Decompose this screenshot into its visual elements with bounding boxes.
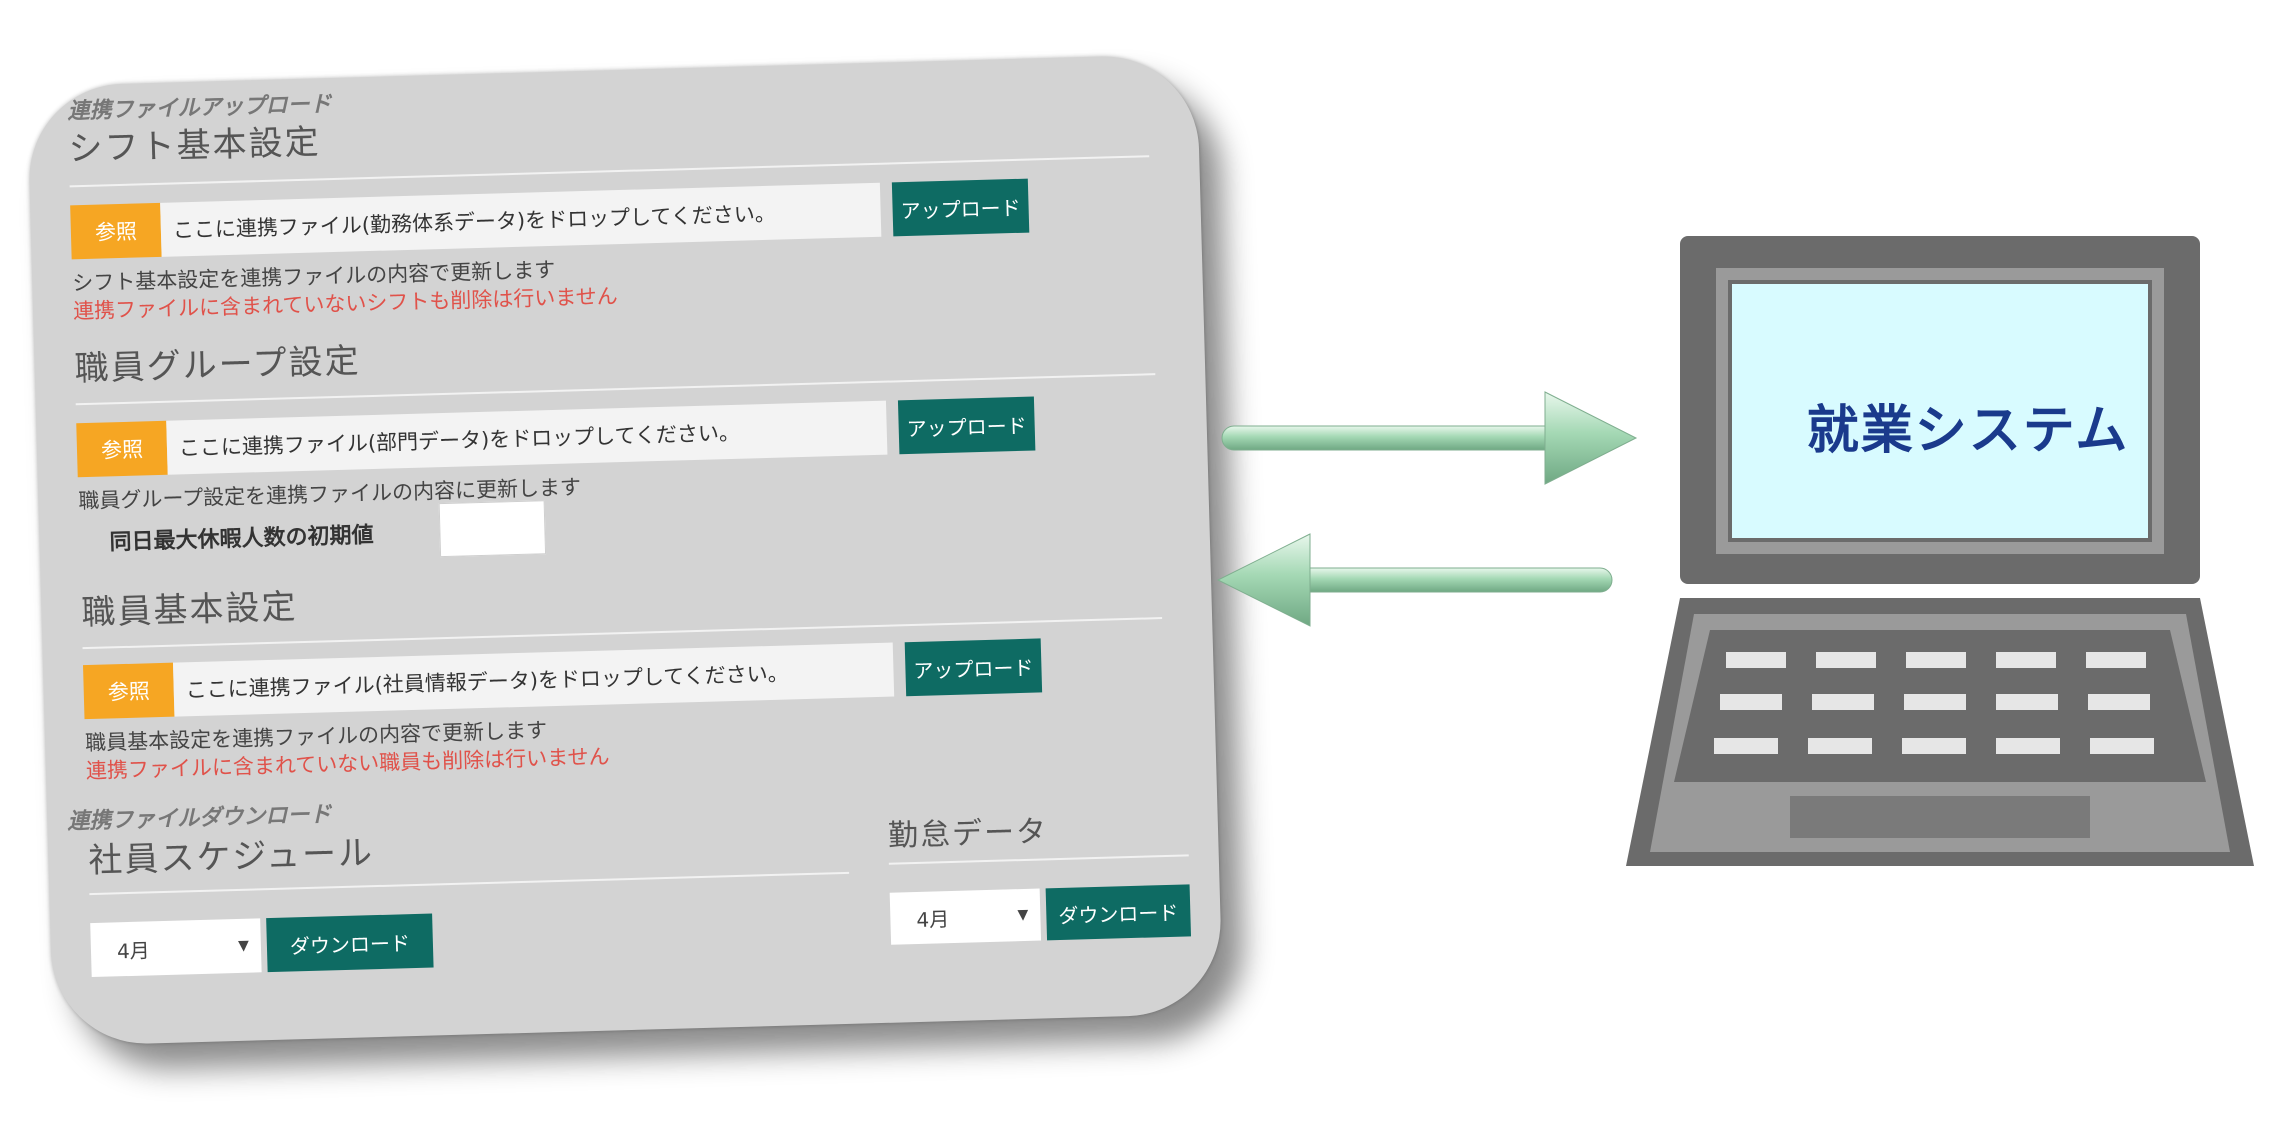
system-screen-label: 就業システム	[1806, 401, 2130, 461]
laptop-icon	[1626, 236, 2254, 866]
arrow-right-icon	[1221, 391, 1638, 485]
arrow-left-icon	[1216, 533, 1613, 627]
